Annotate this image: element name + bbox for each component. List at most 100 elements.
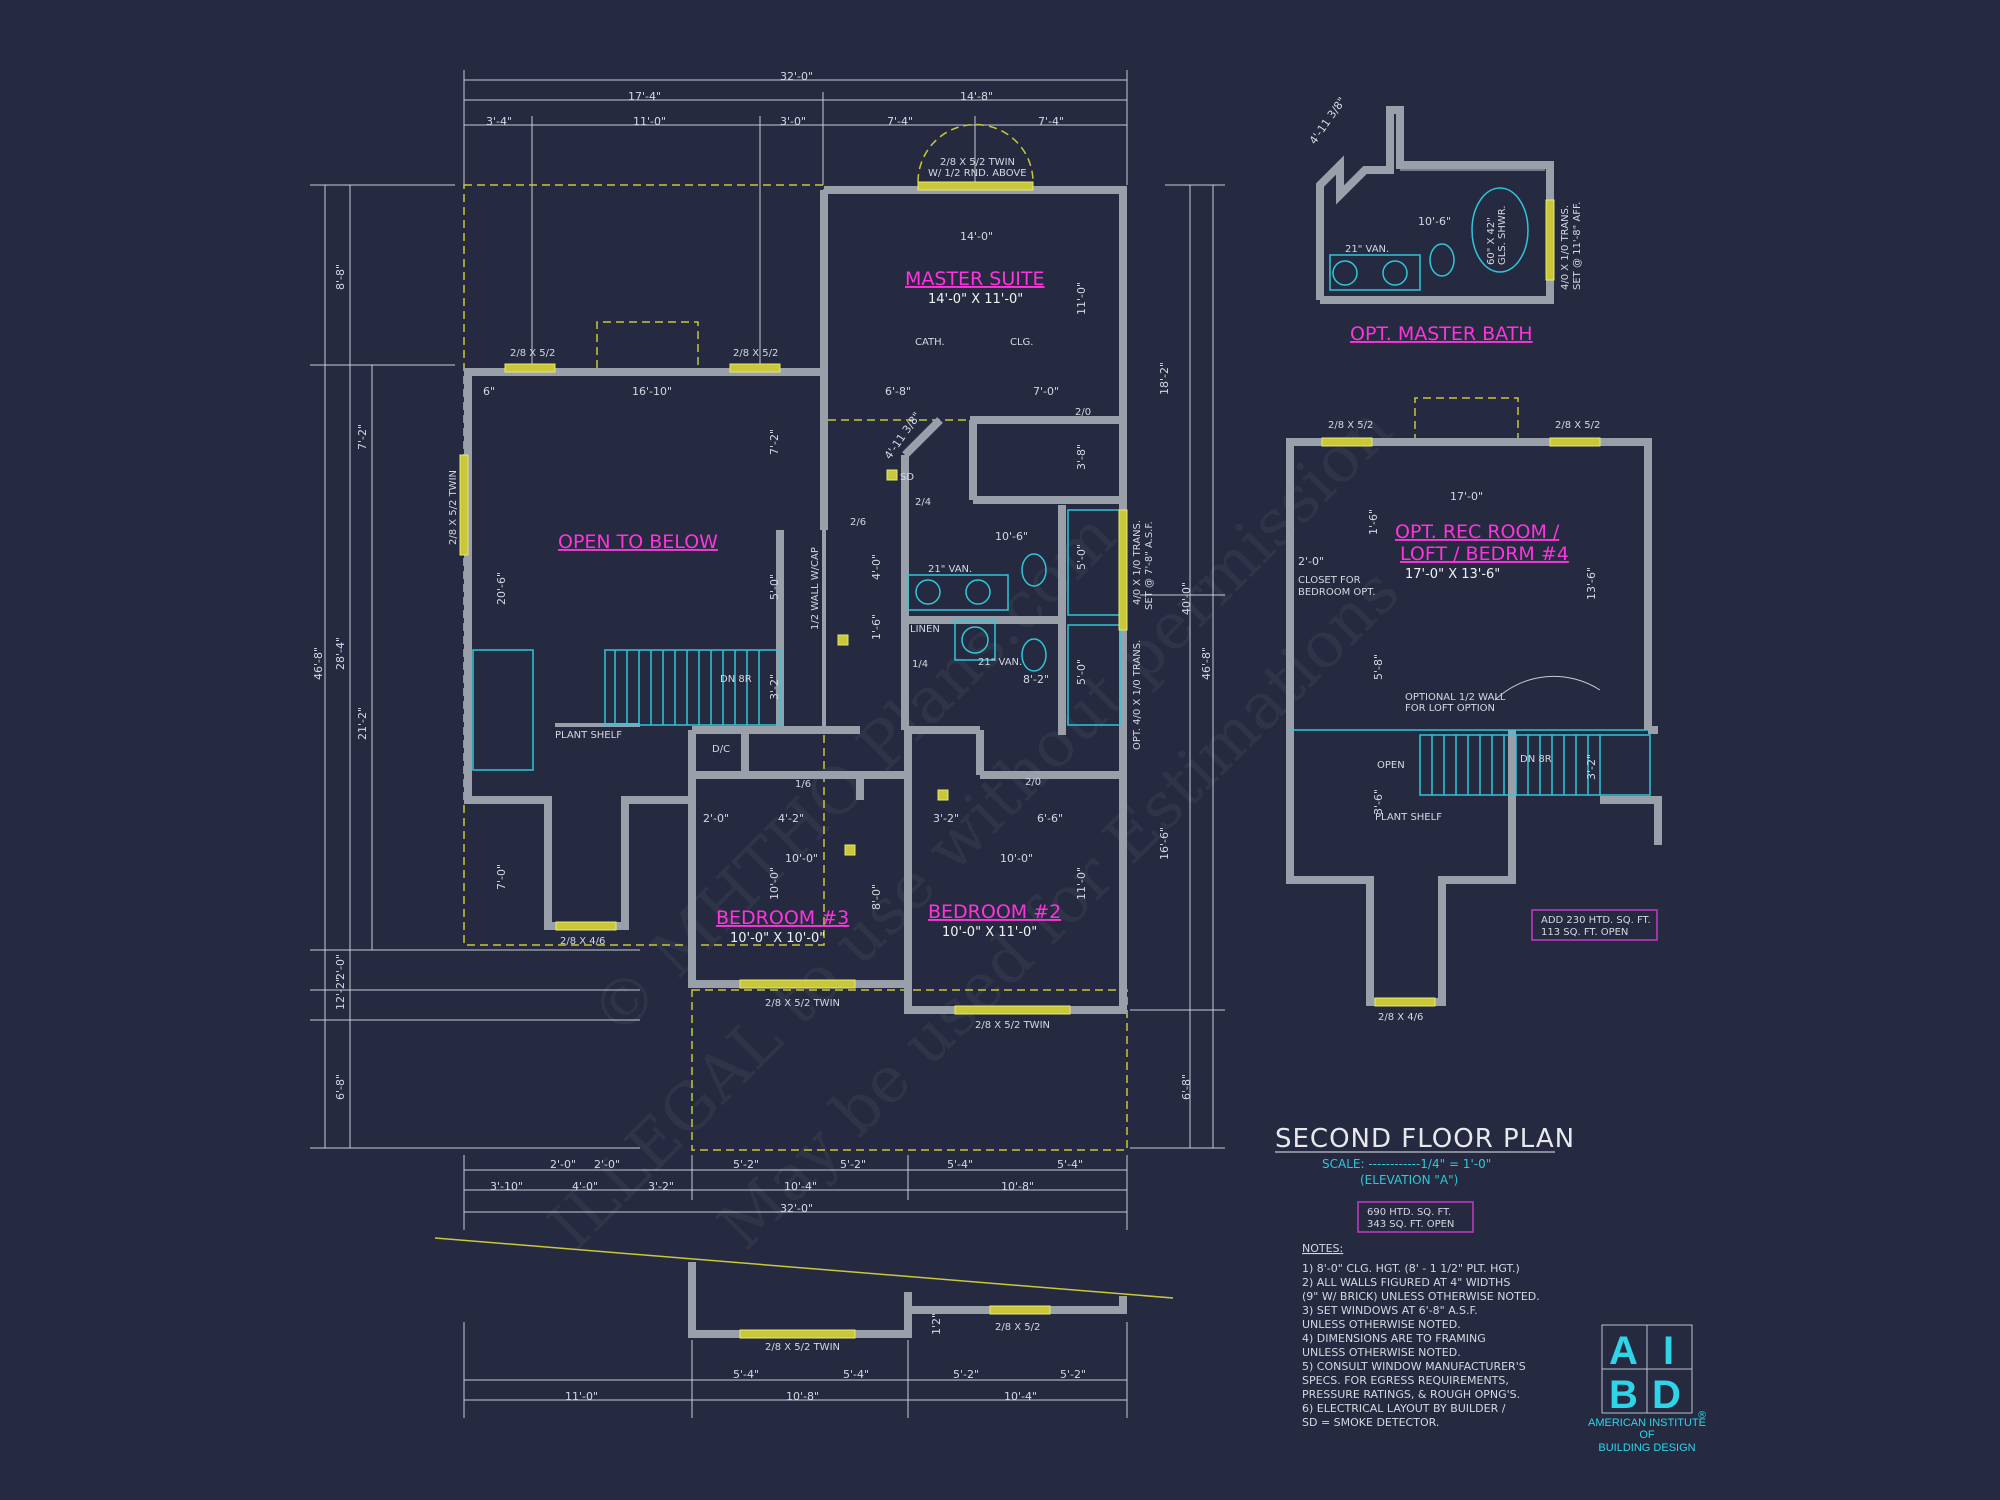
dim-right-total: 46'-8" [1200,647,1213,680]
dim-70b: 7'-0" [495,864,508,890]
dim-32b: 3'-2" [933,812,959,825]
notes-block: NOTES: 1) 8'-0" CLG. HGT. (8' - 1 1/2" P… [1302,1242,1540,1429]
dim-106: 10'-6" [995,530,1028,543]
window-bed3 [739,979,856,989]
label-win-twin-rnd2: W/ 1/2 RND. ABOVE [928,168,1027,179]
room-opt-master-bath: OPT. MASTER BATH [1350,323,1533,345]
label-dn-8r-2: DN 8R [1520,754,1552,765]
dim-top-c1: 3'-4" [486,115,512,128]
dim-110: 11'-0" [1075,867,1088,900]
logo-letter-a: A [1609,1329,1638,1373]
dim-botb-12: 1'2" [930,1313,943,1335]
room-rec-line-2: LOFT / BEDRM #4 [1400,543,1569,565]
logo-letter-i: I [1663,1329,1674,1373]
dim-opt-16: 1'-6" [1367,509,1380,535]
dim-opt-36: 3'-6" [1372,789,1385,815]
dim-bot-g4: 5'-4" [1057,1158,1083,1171]
label-win-258b: 2/8 X 5/2 [733,348,778,359]
label-win-246: 2/8 X 4/6 [560,936,605,947]
window-bed2 [954,1005,1071,1015]
dim-botb-104: 10'-4" [1004,1390,1037,1403]
dim-bot-g3: 5'-4" [947,1158,973,1171]
dim-66: 6'-6" [1037,812,1063,825]
main-plan: MASTER SUITE 14'-0" X 11'-0" OPEN TO BEL… [448,123,1155,1151]
dim-50b: 5'-0" [1075,659,1088,685]
alt-front-section: 2/8 X 5/2 TWIN 2/8 X 5/2 5'-4" 5'-4" 5'-… [434,1237,1174,1418]
area-opt-line-1: ADD 230 HTD. SQ. FT. [1541,915,1651,926]
plan-elevation: (ELEVATION "A") [1360,1173,1458,1187]
note-line-6: 4) DIMENSIONS ARE TO FRAMING [1302,1332,1486,1345]
dim-left-a: 28'-4" [334,637,347,670]
label-clg: CLG. [1010,337,1033,348]
dim-botb-52a: 5'-2" [953,1368,979,1381]
dim-bot-b: 4'-0" [572,1180,598,1193]
dim-100b: 10'-0" [1000,852,1033,865]
label-win-twin-left: 2/8 X 5/2 TWIN [448,470,459,545]
area-opt-line-2: 113 SQ. FT. OPEN [1541,927,1628,938]
dim-bot-total: 32'-0" [780,1202,813,1215]
dim-82: 8'-2" [1023,673,1049,686]
label-van-c: 21" VAN. [1345,244,1389,255]
left-dimensions: 46'-8" 28'-4" 8'-8" 7'-2" 21'-2" 12'-2" … [310,184,640,1149]
window-left-twin [459,454,469,556]
dim-top-c4: 7'-4" [887,115,913,128]
label-door-14: 1/4 [912,659,928,670]
dim-4113: 4'-11 3/8" [882,410,924,462]
stair-treads [472,649,781,771]
logo-name-1: AMERICAN INSTITUTE [1588,1417,1706,1429]
dim-bot-e: 10'-8" [1001,1180,1034,1193]
dim-38: 3'-8" [1075,444,1088,470]
title-block: SECOND FLOOR PLAN SCALE: ------------1/4… [1275,1124,1574,1233]
label-win-twin-b3: 2/8 X 5/2 TWIN [765,998,840,1009]
label-trans2: OPT. 4/0 X 1/0 TRANS. [1132,640,1143,750]
dim-left-g: 2'-0" [334,954,347,980]
label-dn-8r: DN 8R [720,674,752,685]
dim-top-c5: 7'-4" [1038,115,1064,128]
dim-botb-110: 11'-0" [565,1390,598,1403]
opt-rec-room: OPT. REC ROOM / LOFT / BEDRM #4 17'-0" X… [1286,397,1662,1023]
note-line-3: (9" W/ BRICK) UNLESS OTHERWISE NOTED. [1302,1290,1540,1303]
dim-50a: 5'-0" [1075,544,1088,570]
label-plant-shelf-2: PLANT SHELF [1375,812,1442,823]
dim-top-total: 32'-0" [780,70,813,83]
note-line-1: 1) 8'-0" CLG. HGT. (8' - 1 1/2" PLT. HGT… [1302,1262,1520,1275]
room-bedroom-2: BEDROOM #2 [928,901,1061,923]
smoke-detector-1 [886,469,898,481]
aibd-logo: A I B D ® AMERICAN INSTITUTE OF BUILDING… [1588,1324,1707,1454]
dim-left-b: 8'-8" [334,264,347,290]
note-line-12: SD = SMOKE DETECTOR. [1302,1416,1439,1429]
label-win-258a: 2/8 X 5/2 [510,348,555,359]
top-dimensions: 32'-0" 17'-4" 14'-8" 3'-4" 11'-0" 3'-0" … [463,70,1128,370]
right-dimensions: 18'-2" 40'-0" 46'-8" 16'-6" 6'-8" [1130,184,1225,1149]
dim-left-f: 6'-8" [334,1074,347,1100]
dim-opt-58: 5'-8" [1372,654,1385,680]
room-bedroom-3-size: 10'-0" X 10'-0" [730,931,825,946]
bath-fixtures [907,509,1121,726]
label-cath: CATH. [915,337,945,348]
label-door-20b: 2/0 [1025,777,1041,788]
label-door-26: 2/6 [850,517,866,528]
opt-master-bath: OPT. MASTER BATH 21" VAN. 10'-6" 4'-11 3… [1307,95,1583,345]
dim-42: 4'-2" [778,812,804,825]
label-sd-1: SD [900,472,914,483]
logo-letter-d: D [1652,1373,1681,1417]
window-open-b [729,363,781,373]
dim-100c: 10'-0" [768,867,781,900]
note-line-11: 6) ELECTRICAL LAYOUT BY BUILDER / [1302,1402,1506,1415]
dim-bot-f2: 2'-0" [594,1158,620,1171]
room-bedroom-3: BEDROOM #3 [716,907,849,929]
dim-40: 4'-0" [870,554,883,580]
dim-top-b: 14'-8" [960,90,993,103]
label-plant-shelf: PLANT SHELF [555,730,622,741]
dim-top-a: 17'-4" [628,90,661,103]
dim-left-c: 7'-2" [356,424,369,450]
label-bot-win-twin: 2/8 X 5/2 TWIN [765,1342,840,1353]
note-line-5: UNLESS OTHERWISE NOTED. [1302,1318,1461,1331]
dim-top-c2: 11'-0" [633,115,666,128]
label-closet-1: CLOSET FOR [1298,575,1361,586]
room-rec-size: 17'-0" X 13'-6" [1405,567,1500,582]
dim-opt-20: 2'-0" [1298,555,1324,568]
dim-open-w: 16'-10" [632,385,672,398]
room-bedroom-2-size: 10'-0" X 11'-0" [942,925,1037,940]
